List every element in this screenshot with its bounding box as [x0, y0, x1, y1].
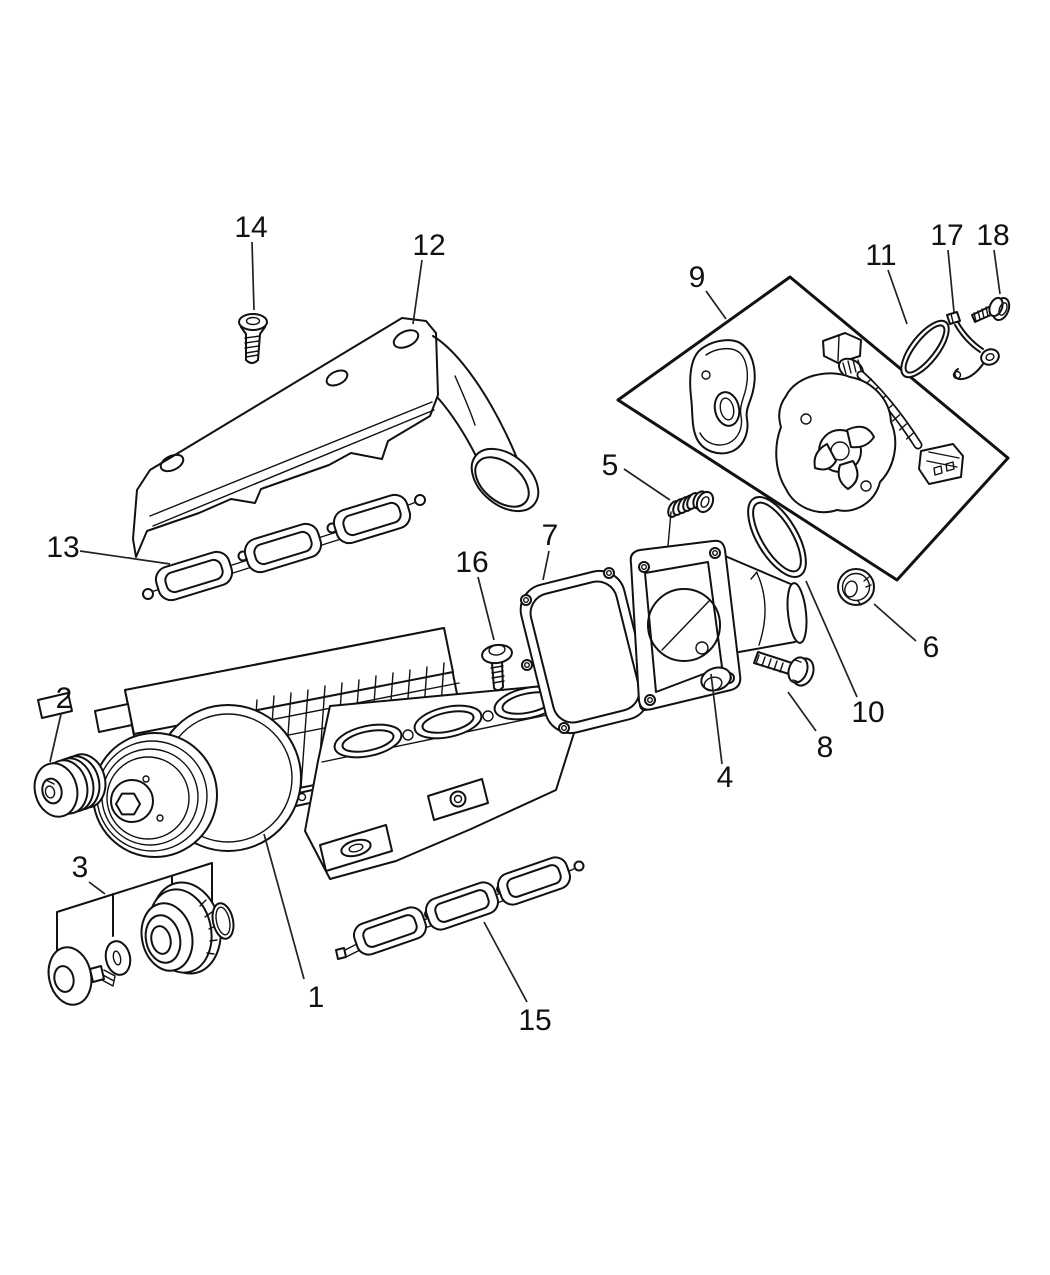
- callout-label-4: 4: [717, 761, 734, 794]
- part-18-screw: [971, 296, 1011, 323]
- part-1-supercharger-assembly: [37, 627, 581, 880]
- part-16-bolt: [481, 643, 513, 692]
- leader-line-9: [705, 290, 727, 320]
- callout-label-17: 17: [930, 219, 963, 252]
- callout-label-6: 6: [923, 631, 940, 664]
- callout-label-2: 2: [56, 682, 73, 715]
- callout-label-16: 16: [455, 546, 488, 579]
- leader-line-1: [263, 833, 305, 980]
- leader-line-6: [873, 603, 917, 642]
- leader-line-3: [88, 881, 106, 895]
- part-6-grommet: [837, 568, 875, 606]
- leader-line-5: [623, 468, 671, 501]
- part-12-air-intake-housing: [132, 317, 540, 558]
- leader-line-16: [477, 576, 495, 641]
- part-11-o-ring: [900, 319, 950, 379]
- part-3-pulley-kit: [47, 862, 235, 1006]
- actuator-cover: [689, 339, 756, 455]
- leader-line-11: [887, 269, 908, 325]
- callout-label-14: 14: [234, 211, 267, 244]
- callout-label-7: 7: [542, 519, 559, 552]
- part-9-actuator-kit-box: [616, 275, 1010, 582]
- part-5-spring-plug: [667, 490, 715, 547]
- callout-label-15: 15: [518, 1004, 551, 1037]
- callout-label-9: 9: [689, 261, 706, 294]
- leader-line-2: [49, 713, 62, 763]
- leader-line-15: [483, 921, 528, 1003]
- part-15-lower-gasket: [335, 856, 585, 960]
- leader-line-18: [993, 249, 1001, 295]
- callout-label-3: 3: [72, 851, 89, 884]
- part-17-retainer-clip: [946, 311, 1000, 381]
- part-7-cover-gasket: [519, 567, 651, 735]
- callout-label-5: 5: [602, 449, 619, 482]
- leader-line-12: [412, 259, 423, 325]
- leader-line-4: [710, 673, 723, 765]
- leader-line-13: [79, 550, 171, 565]
- part-8-bolt: [753, 651, 815, 687]
- leader-line-14: [251, 241, 255, 311]
- callout-label-1: 1: [308, 981, 325, 1014]
- leader-line-17: [947, 249, 955, 313]
- leader-line-7: [542, 550, 550, 581]
- leader-line-8: [787, 691, 817, 732]
- callout-label-8: 8: [817, 731, 834, 764]
- callout-label-18: 18: [976, 219, 1009, 252]
- callout-label-12: 12: [412, 229, 445, 262]
- part-2-pulley: [33, 753, 107, 818]
- actuator-motor: [775, 332, 964, 514]
- part-10-oval-gasket: [747, 496, 807, 580]
- callout-label-11: 11: [865, 239, 896, 272]
- part-14-bolt: [238, 313, 268, 364]
- part-4-throttle-adapter-housing: [629, 539, 808, 711]
- leader-line-10: [805, 580, 858, 698]
- callout-label-10: 10: [851, 696, 884, 729]
- callout-label-13: 13: [46, 531, 79, 564]
- part-13-upper-gasket: [142, 493, 426, 602]
